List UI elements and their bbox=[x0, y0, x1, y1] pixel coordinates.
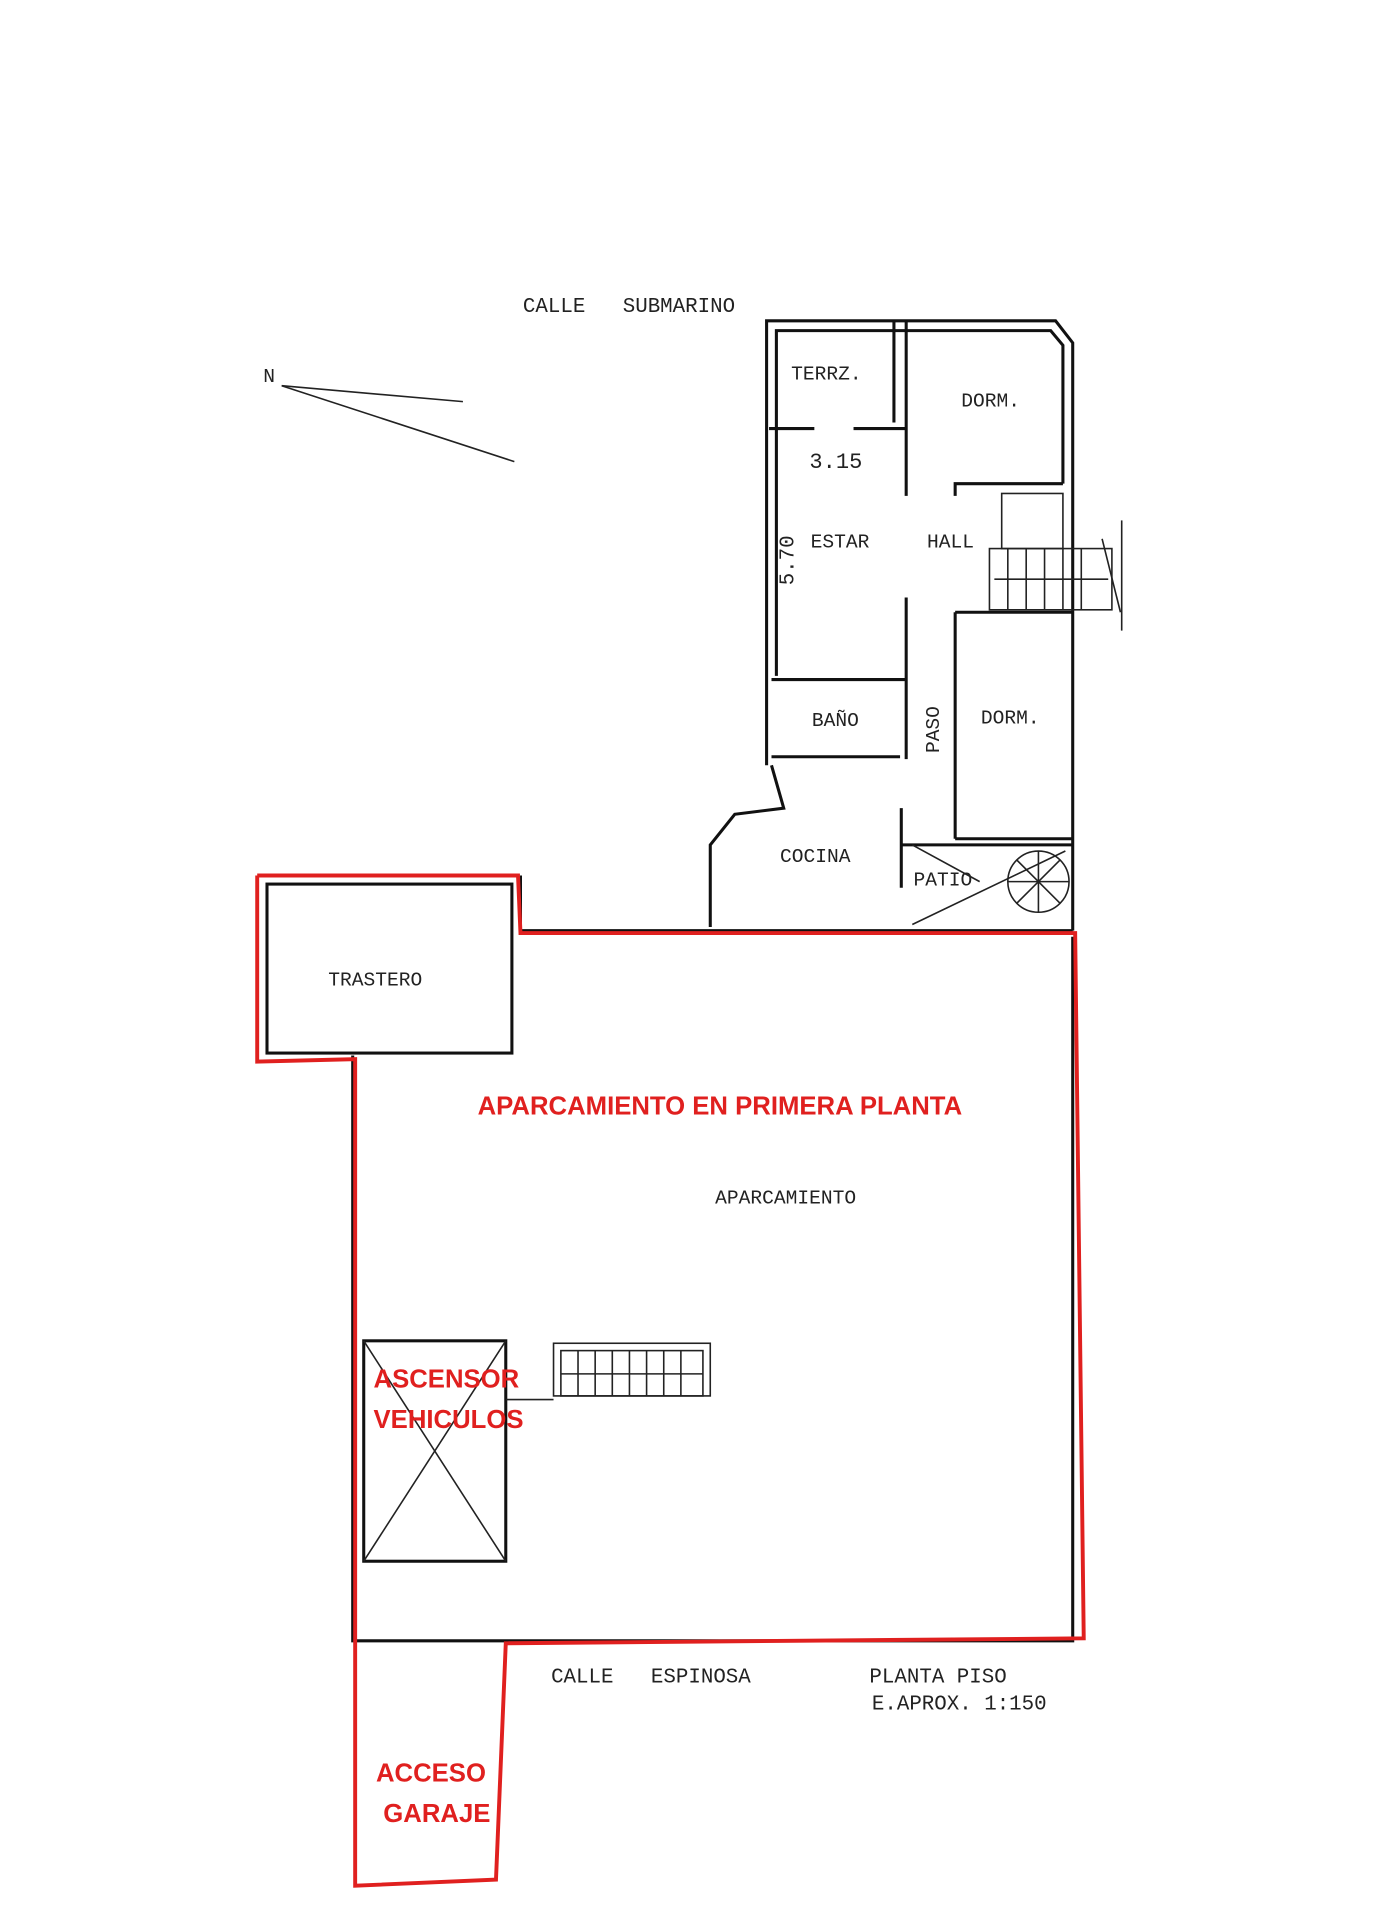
room-label-bano: BAÑO bbox=[812, 708, 859, 732]
plan-scale: E.APROX. 1:150 bbox=[872, 1693, 1047, 1716]
dimension-width: 3.15 bbox=[809, 450, 862, 475]
apartment-walls bbox=[518, 319, 1075, 933]
room-label-dorm-2: DORM. bbox=[981, 708, 1040, 730]
access-annotation-line1: ACCESO bbox=[376, 1760, 486, 1788]
elevator-annotation-line1: ASCENSOR bbox=[374, 1365, 520, 1393]
room-label-patio: PATIO bbox=[914, 869, 973, 891]
parking-first-floor-annotation: APARCAMIENTO EN PRIMERA PLANTA bbox=[478, 1092, 963, 1120]
room-label-aparcamiento: APARCAMIENTO bbox=[715, 1188, 856, 1210]
stairs-icon bbox=[988, 492, 1123, 631]
highlighted-area-outline bbox=[255, 873, 1086, 1888]
room-label-terraza: TERRZ. bbox=[791, 364, 862, 386]
street-bottom-label: CALLE ESPINOSA bbox=[551, 1666, 751, 1689]
ramp-stairs-icon bbox=[505, 1342, 712, 1401]
room-label-cocina: COCINA bbox=[780, 846, 851, 868]
street-top-label: CALLE SUBMARINO bbox=[523, 296, 735, 319]
parking-walls bbox=[265, 882, 1075, 1643]
spiral-stair-icon bbox=[911, 844, 1070, 926]
dimension-length: 5.70 bbox=[778, 535, 801, 585]
north-label: N bbox=[263, 366, 275, 388]
room-label-dorm-1: DORM. bbox=[961, 391, 1020, 413]
north-arrow-icon bbox=[281, 384, 515, 463]
plan-title: PLANTA PISO bbox=[869, 1666, 1006, 1689]
room-label-hall: HALL bbox=[927, 531, 974, 553]
room-label-estar: ESTAR bbox=[811, 531, 870, 553]
room-label-trastero: TRASTERO bbox=[328, 970, 422, 992]
elevator-annotation-line2: VEHICULOS bbox=[374, 1406, 524, 1434]
access-annotation-line2: GARAJE bbox=[383, 1800, 490, 1828]
room-label-paso: PASO bbox=[923, 706, 945, 753]
